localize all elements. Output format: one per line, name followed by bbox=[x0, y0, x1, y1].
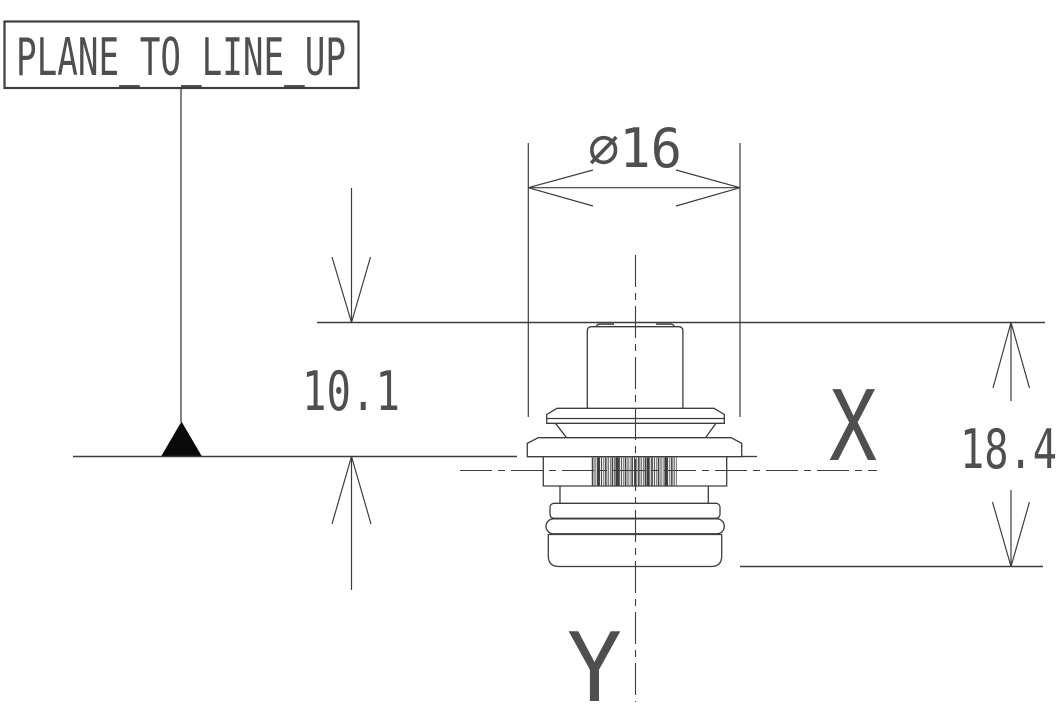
reference-lines bbox=[317, 321, 1045, 568]
arrowhead-right-icon bbox=[675, 169, 741, 207]
diameter-dimension bbox=[527, 143, 741, 417]
part-stem-top-chamfer bbox=[595, 323, 676, 328]
part-knurl-bands bbox=[597, 457, 668, 486]
part-taper bbox=[554, 422, 717, 439]
part-neck bbox=[559, 486, 709, 504]
total-height-dimension-text: 18.4 bbox=[960, 418, 1057, 481]
datum-feature bbox=[3, 20, 757, 458]
arrowhead-left-icon bbox=[528, 169, 594, 207]
part-outline bbox=[526, 323, 743, 568]
centerlines bbox=[460, 255, 877, 702]
part-upper-flange bbox=[546, 407, 725, 424]
part-bottom-cap bbox=[547, 533, 723, 568]
arrowhead-down-icon bbox=[331, 256, 372, 323]
part-main-flange bbox=[526, 437, 743, 458]
datum-label: PLANE_TO_LINE_UP bbox=[16, 28, 346, 88]
part-knurl-texture bbox=[591, 457, 677, 486]
y-axis-label: Y bbox=[567, 614, 622, 724]
upper-height-dimension bbox=[331, 188, 372, 590]
diameter-dimension-text: ∅16 bbox=[588, 117, 682, 180]
arrowhead-up-icon bbox=[992, 322, 1031, 389]
arrowhead-down-icon bbox=[991, 501, 1031, 567]
upper-height-dimension-text: 10.1 bbox=[302, 360, 400, 423]
arrowhead-up-icon bbox=[331, 456, 372, 525]
datum-triangle-icon bbox=[161, 421, 202, 457]
total-height-dimension bbox=[991, 322, 1031, 567]
x-axis-label: X bbox=[829, 370, 877, 483]
